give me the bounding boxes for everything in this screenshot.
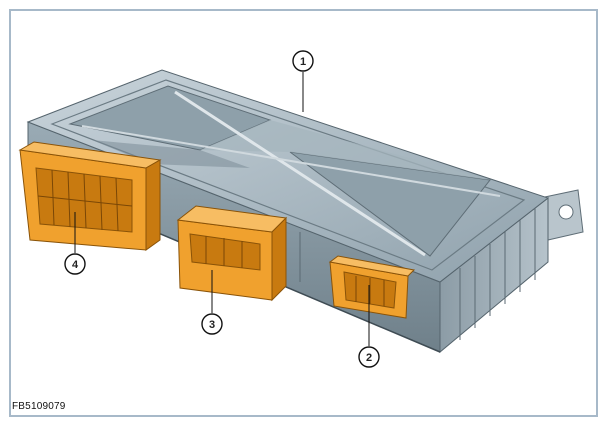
figure-id-label: FB5109079 bbox=[12, 401, 66, 412]
ridge-line bbox=[81, 125, 501, 197]
callout-circle bbox=[201, 313, 223, 335]
housing-top-lip bbox=[50, 79, 526, 271]
connector-large-left bbox=[18, 141, 162, 251]
callout-circle bbox=[292, 50, 314, 72]
mounting-hole bbox=[558, 204, 574, 220]
connector-middle bbox=[176, 205, 288, 302]
recess-panel-center bbox=[200, 120, 490, 180]
ridge-line bbox=[174, 90, 426, 257]
recess-panel-front bbox=[92, 140, 250, 168]
callout-number: 2 bbox=[366, 352, 372, 364]
callout-2: 2 bbox=[358, 285, 380, 368]
callout-circle bbox=[358, 346, 380, 368]
callout-number: 3 bbox=[209, 319, 215, 331]
callout-circle bbox=[64, 253, 86, 275]
callout-4: 4 bbox=[64, 212, 86, 275]
callout-number: 4 bbox=[72, 259, 79, 271]
callout-number: 1 bbox=[300, 56, 306, 68]
callout-3: 3 bbox=[201, 270, 223, 335]
callout-1: 1 bbox=[292, 50, 314, 112]
